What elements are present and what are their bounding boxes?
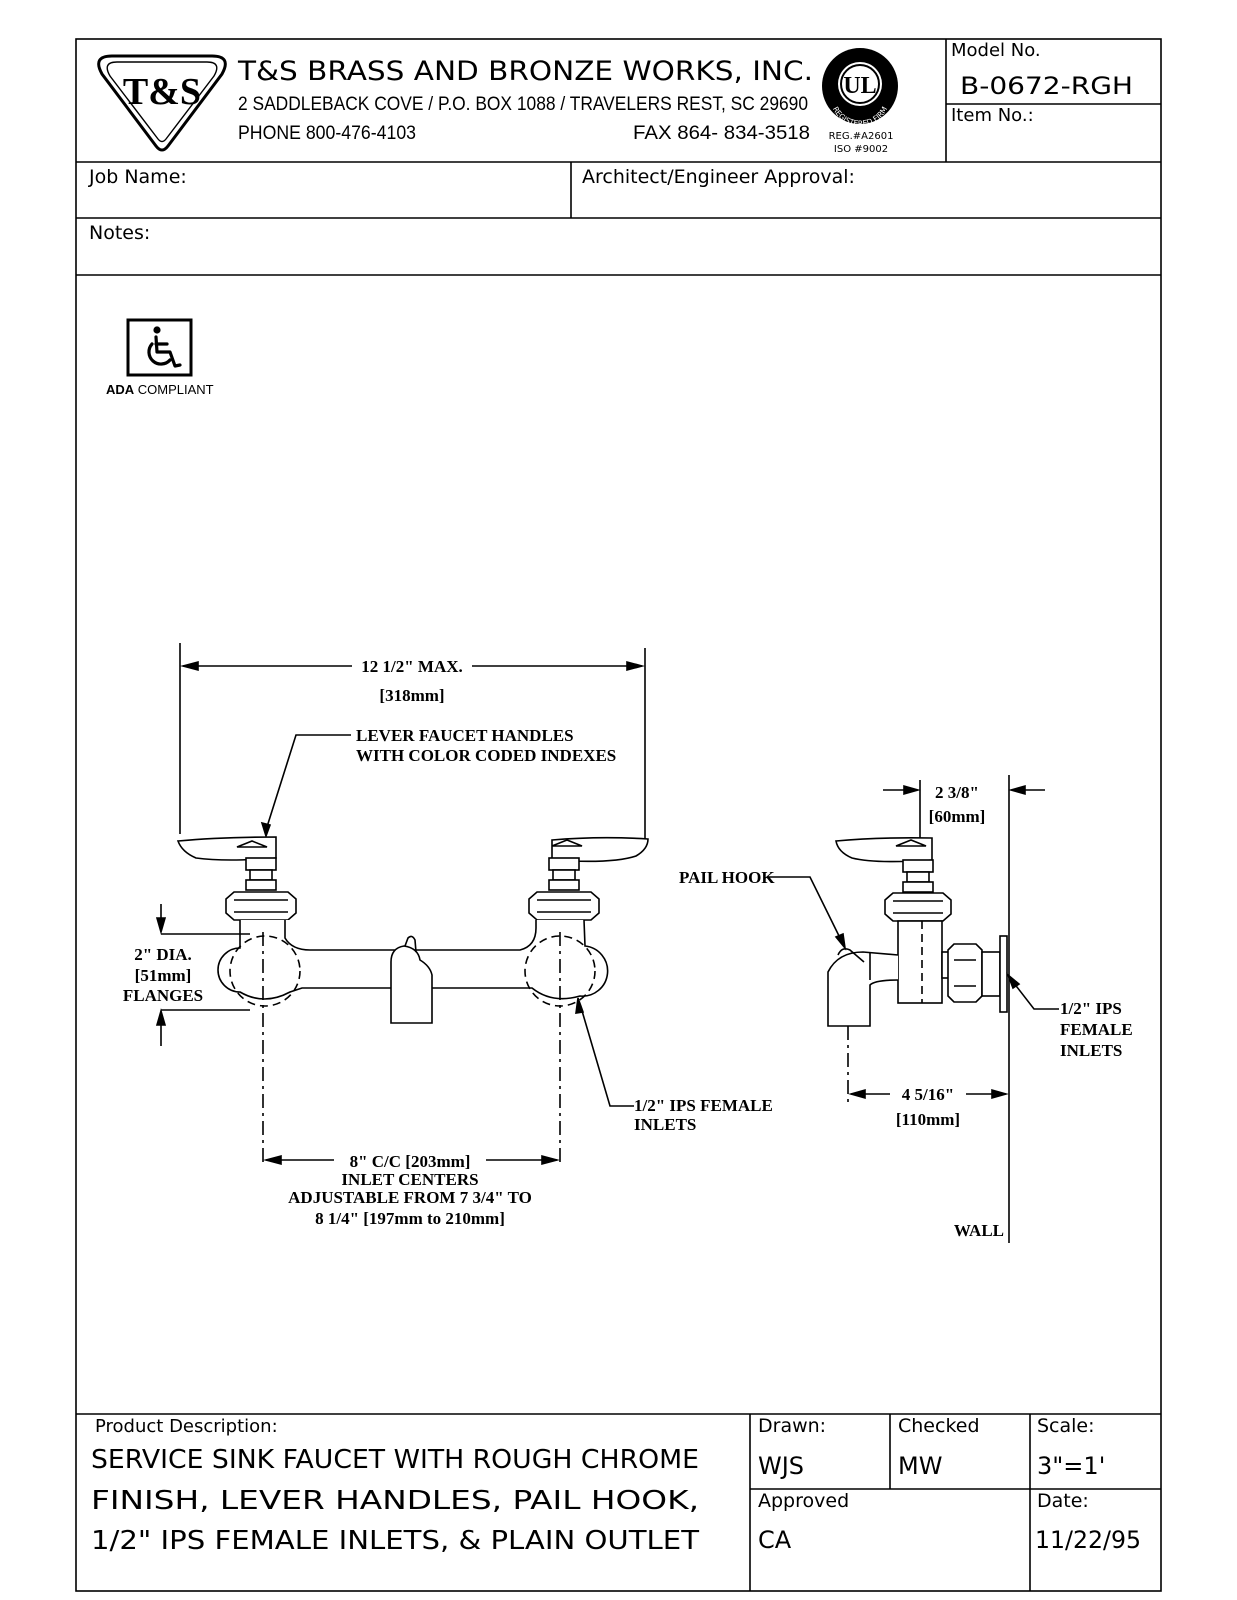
- approved-label: Approved: [758, 1490, 849, 1512]
- side-dimension: 2 3/8": [935, 783, 979, 802]
- scale-value: 3"=1': [1037, 1452, 1105, 1480]
- drawn-value: WJS: [758, 1452, 804, 1480]
- architect-approval-label: Architect/Engineer Approval:: [582, 166, 855, 188]
- company-address: 2 SADDLEBACK COVE / P.O. BOX 1088 / TRAV…: [238, 94, 808, 115]
- side-inlet-line1: 1/2" IPS: [1060, 999, 1122, 1018]
- model-label: Model No.: [951, 40, 1041, 61]
- wall-label: WALL: [954, 1221, 1004, 1240]
- centers-note-line3: ADJUSTABLE FROM 7 3/4" TO: [288, 1188, 532, 1207]
- company-fax: FAX 864- 834-3518: [633, 123, 810, 144]
- inlet-note-line1: 1/2" IPS FEMALE: [634, 1096, 773, 1115]
- logo-text: T&S: [123, 71, 201, 113]
- side-dimension-mm: [60mm]: [929, 807, 986, 826]
- handles-note-line1: LEVER FAUCET HANDLES: [356, 726, 574, 745]
- side-view-labels: 2 3/8" [60mm] PAIL HOOK 1/2" IPS FEMALE …: [679, 783, 1133, 1240]
- flange-note-line2: [51mm]: [135, 966, 192, 985]
- notes-label: Notes:: [89, 222, 150, 244]
- drawn-label: Drawn:: [758, 1415, 826, 1437]
- iso-number: ISO #9002: [834, 144, 888, 155]
- company-name: T&S BRASS AND BRONZE WORKS, INC.: [237, 56, 813, 87]
- inlet-note-line2: INLETS: [634, 1115, 696, 1134]
- wheelchair-icon: [147, 326, 182, 368]
- model-number: B-0672-RGH: [960, 72, 1133, 100]
- depth-dimension-mm: [110mm]: [896, 1110, 960, 1129]
- ada-badge: ADA COMPLIANT: [106, 318, 214, 397]
- width-dimension-mm: [318mm]: [379, 686, 444, 705]
- approved-value: CA: [758, 1526, 792, 1554]
- front-view-drawing: [155, 643, 649, 1166]
- side-view-drawing: [768, 775, 1059, 1243]
- reg-number: REG.#A2601: [829, 131, 894, 142]
- company-phone: PHONE 800-476-4103: [238, 123, 416, 144]
- front-view-labels: 12 1/2" MAX. [318mm] LEVER FAUCET HANDLE…: [123, 657, 773, 1228]
- centers-note-line4: 8 1/4" [197mm to 210mm]: [315, 1209, 505, 1228]
- flange-note-line3: FLANGES: [123, 986, 203, 1005]
- job-name-label: Job Name:: [88, 166, 187, 188]
- checked-value: MW: [898, 1452, 942, 1480]
- width-dimension: 12 1/2" MAX.: [361, 657, 463, 676]
- side-inlet-line3: INLETS: [1060, 1041, 1122, 1060]
- pail-hook-label: PAIL HOOK: [679, 868, 775, 887]
- side-inlet-line2: FEMALE: [1060, 1020, 1133, 1039]
- product-description-line1: SERVICE SINK FAUCET WITH ROUGH CHROME: [91, 1445, 699, 1475]
- ul-mark: UL: [843, 73, 876, 99]
- flange-note-line1: 2" DIA.: [134, 945, 192, 964]
- handles-note-line2: WITH COLOR CODED INDEXES: [356, 746, 616, 765]
- ada-label: ADA COMPLIANT: [106, 382, 214, 397]
- checked-label: Checked: [898, 1415, 980, 1437]
- depth-dimension: 4 5/16": [902, 1085, 954, 1104]
- product-description-line2: FINISH, LEVER HANDLES, PAIL HOOK,: [91, 1486, 699, 1516]
- company-logo: T&S: [97, 54, 227, 152]
- date-value: 11/22/95: [1035, 1526, 1141, 1554]
- item-label: Item No.:: [951, 105, 1034, 126]
- product-description-line3: 1/2" IPS FEMALE INLETS, & PLAIN OUTLET: [91, 1526, 699, 1556]
- ul-registered-seal: UL REGISTERED FIRM: [822, 48, 898, 128]
- scale-label: Scale:: [1037, 1415, 1095, 1437]
- centers-dimension: 8" C/C [203mm]: [350, 1152, 471, 1171]
- product-description-label: Product Description:: [95, 1416, 278, 1437]
- date-label: Date:: [1037, 1490, 1089, 1512]
- centers-note-line2: INLET CENTERS: [341, 1170, 478, 1189]
- sheet-frame: [75, 38, 1162, 1592]
